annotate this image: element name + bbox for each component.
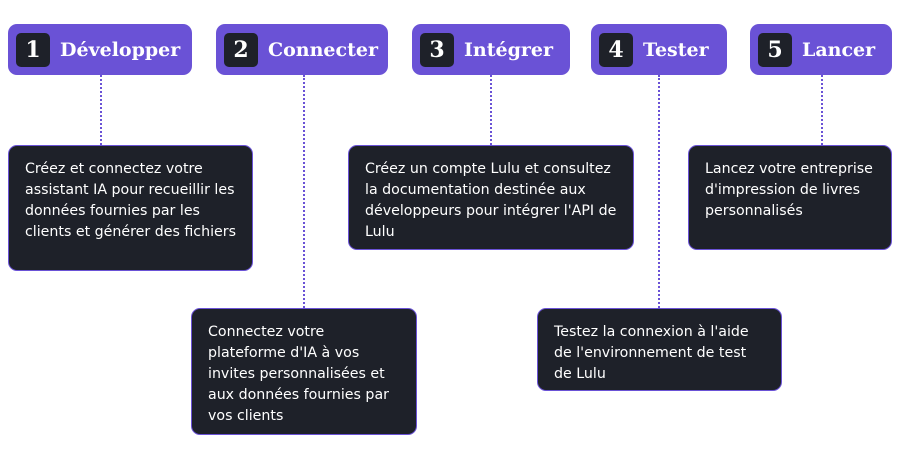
step-2-header: 2 Connecter (216, 24, 388, 75)
step-3-number: 3 (420, 32, 454, 67)
step-2-description: Connectez votre plateforme d'IA à vos in… (191, 308, 417, 435)
step-4-title: Tester (643, 38, 709, 61)
step-5-header: 5 Lancer (750, 24, 892, 75)
step-1-number: 1 (16, 32, 50, 67)
step-5-number: 5 (758, 32, 792, 67)
step-2-connector (303, 75, 305, 308)
step-2-number: 2 (224, 32, 258, 67)
step-4-description: Testez la connexion à l'aide de l'enviro… (537, 308, 782, 391)
step-3-description: Créez un compte Lulu et consultez la doc… (348, 145, 634, 250)
step-1-header: 1 Développer (8, 24, 192, 75)
step-3-header: 3 Intégrer (412, 24, 570, 75)
step-3-title: Intégrer (464, 38, 553, 61)
step-4-header: 4 Tester (591, 24, 727, 75)
step-5-title: Lancer (802, 38, 876, 61)
step-4-connector (658, 75, 660, 308)
step-1-description: Créez et connectez votre assistant IA po… (8, 145, 253, 271)
step-3-connector (490, 75, 492, 145)
step-2-title: Connecter (268, 38, 378, 61)
step-1-connector (100, 75, 102, 145)
step-1-title: Développer (60, 38, 181, 61)
step-5-connector (821, 75, 823, 145)
step-5-description: Lancez votre entreprise d'impression de … (688, 145, 892, 250)
step-4-number: 4 (599, 32, 633, 67)
